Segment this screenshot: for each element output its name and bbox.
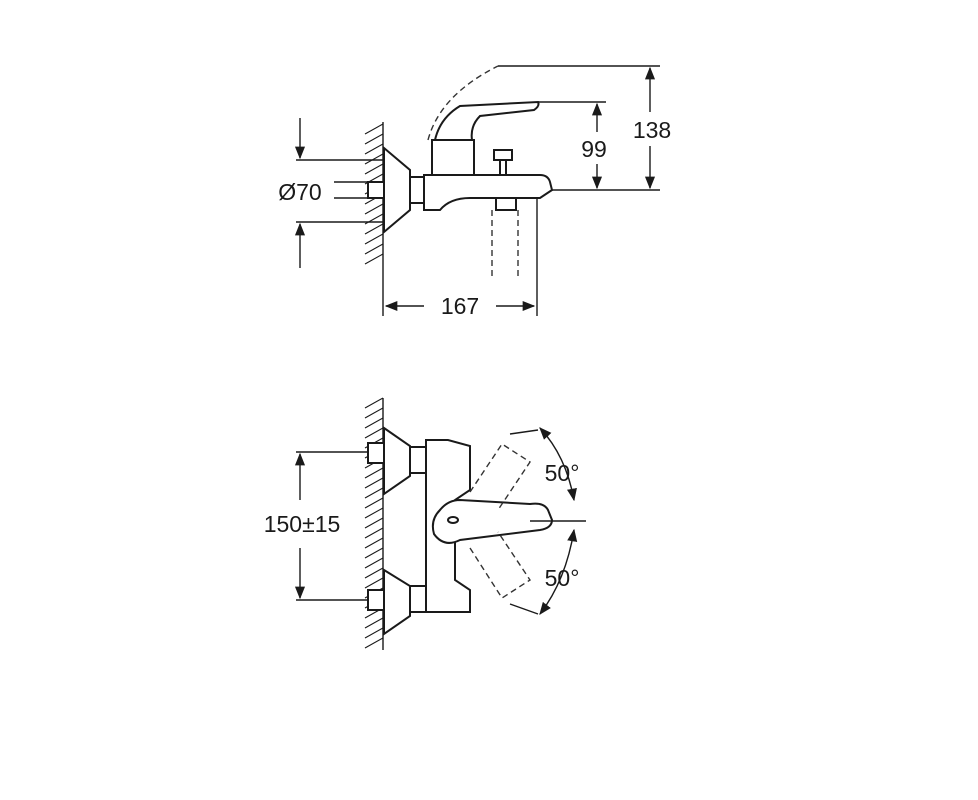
escutcheon-upper (383, 426, 411, 496)
wall-hatch-line (364, 547, 384, 559)
connector-upper (367, 442, 385, 464)
dimension-centers: 150±15 (264, 451, 368, 601)
wall-hatch-line (364, 467, 384, 479)
connector-side (367, 181, 385, 199)
wall-top-view (364, 397, 384, 650)
nut-upper (409, 446, 427, 474)
angle-ref-lower (509, 603, 539, 615)
cartridge-housing (431, 139, 475, 176)
wall-hatch-line (364, 243, 384, 255)
wall-hatch-line (364, 397, 384, 409)
wall-hatch-line (364, 507, 384, 519)
wall-hatch-line (364, 203, 384, 215)
depth-label: 167 (441, 293, 479, 319)
lever-swing-upper (469, 443, 531, 511)
lever-height-label: 99 (581, 136, 607, 162)
wall-hatch-line (364, 497, 384, 509)
wall-hatch-line (364, 557, 384, 569)
angle-lower-label: 50° (545, 565, 580, 591)
diverter-knob (493, 149, 513, 161)
nut-side (409, 176, 425, 204)
wall-hatch-line (364, 527, 384, 539)
wall-hatch-line (364, 153, 384, 165)
diameter-label: Ø70 (278, 179, 321, 205)
wall-hatch-line (364, 617, 384, 629)
wall-hatch-line (364, 123, 384, 135)
wall-hatch-line (364, 233, 384, 245)
wall-hatch-line (364, 253, 384, 265)
wall-hatch-line (364, 417, 384, 429)
wall-hatch-line (364, 407, 384, 419)
centers-label: 150±15 (264, 511, 341, 537)
wall-hatch-line (364, 627, 384, 639)
mixer-body-side (423, 174, 554, 211)
diverter-stem (499, 159, 507, 176)
wall-hatch-line (364, 163, 384, 175)
dimension-lever-height: 99 (538, 101, 660, 191)
wall-hatch-line (364, 427, 384, 439)
wall-hatch-line (364, 567, 384, 579)
lever-indicator (447, 516, 459, 524)
wall-hatch-line (364, 477, 384, 489)
top-view: 50° 50° 150±15 (264, 397, 586, 650)
wall-hatch-line (364, 577, 384, 589)
wall-hatch-line (364, 487, 384, 499)
wall-hatch-line (364, 637, 384, 649)
angle-ref-upper (509, 429, 539, 435)
dimension-total-height: 138 (498, 65, 671, 190)
wall-hatch-line (364, 537, 384, 549)
dimension-diameter: Ø70 (278, 118, 383, 268)
side-view: Ø70 99 138 167 (278, 65, 671, 319)
wall-hatch-line (364, 133, 384, 145)
lever-swing-lower (469, 531, 531, 599)
total-height-label: 138 (633, 117, 671, 143)
shower-outlet (495, 197, 517, 211)
lever-side (433, 100, 540, 141)
wall-hatch-line (364, 517, 384, 529)
lever-swing-arc (427, 65, 499, 141)
connector-lower (367, 589, 385, 611)
wall-hatch-line (364, 143, 384, 155)
escutcheon-lower (383, 568, 411, 636)
dimension-depth: 167 (382, 262, 536, 319)
lever-top (431, 498, 554, 544)
wall-hatch-line (364, 223, 384, 235)
angle-arc-lower (539, 528, 578, 616)
angle-upper-label: 50° (545, 460, 580, 486)
escutcheon-side (383, 145, 411, 235)
angle-arc-upper (539, 427, 577, 502)
nut-lower (409, 585, 427, 613)
